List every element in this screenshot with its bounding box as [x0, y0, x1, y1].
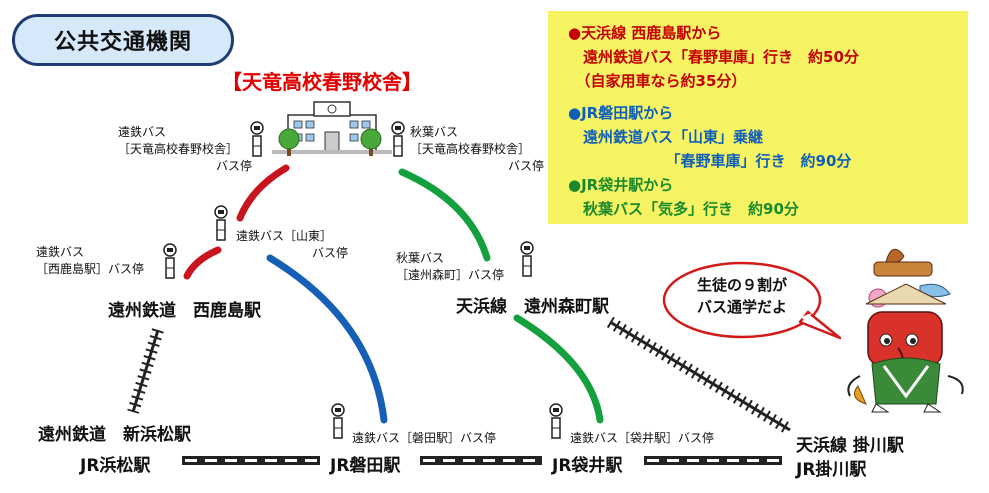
access-info-lines: ●天浜線 西鹿島駅から 遠州鉄道バス「春野車庫」行き 約50分 （自家用車なら約… — [568, 21, 968, 221]
bus-stop-label-enshu-school: 遠鉄バス ［天竜高校春野校舎］ バス停 — [118, 124, 252, 175]
bus-stop-label-line: ［天竜高校春野校舎］ — [118, 142, 239, 156]
bus-stop-label-line: ［遠州森町］バス停 — [396, 268, 505, 282]
note-line: ●JR磐田駅から — [568, 104, 674, 122]
bus-stop-label-fukuroi: 遠鉄バス［袋井駅］バス停 — [570, 431, 715, 445]
note-spacer — [568, 93, 968, 101]
note-line: 秋葉バス「気多」行き 約90分 — [568, 200, 799, 218]
station-jr-iwata: JR磐田駅 — [330, 456, 401, 476]
note-line: 遠州鉄道バス「山東」乗継 — [568, 128, 764, 146]
bus-stop-label-enshu-morimachi: 秋葉バス ［遠州森町］バス停 — [396, 250, 504, 284]
note-line: 「春野車庫」行き 約90分 — [568, 152, 852, 170]
station-enshu-morimachi: 天浜線 遠州森町駅 — [456, 297, 609, 317]
speech-bubble-line: バス通学だよ — [696, 298, 787, 316]
note-line: （自家用車なら約35分） — [568, 72, 747, 90]
route-blue — [266, 254, 388, 424]
station-jr-hamamatsu: JR浜松駅 — [80, 456, 151, 476]
route-red-upper — [236, 164, 290, 222]
note-line: 遠州鉄道バス「春野車庫」行き 約50分 — [568, 48, 859, 66]
jr-line-fukuroi-kakegawa — [644, 456, 782, 465]
bus-stop-label-line: 遠鉄バス — [118, 125, 167, 139]
bus-stop-icon — [214, 205, 228, 241]
bus-stop-label-line: 遠鉄バス — [36, 245, 85, 259]
bus-stop-label-line: 遠鉄バス［山東］ — [236, 229, 333, 243]
bus-stop-icon — [520, 241, 534, 277]
bus-stop-label-line: バス停 — [215, 159, 252, 173]
tree-icon — [278, 128, 300, 156]
station-nishikajima: 遠州鉄道 西鹿島駅 — [108, 301, 261, 321]
bus-stop-label-iwata: 遠鉄バス［磐田駅］バス停 — [352, 431, 497, 445]
note-line: ●JR袋井駅から — [568, 176, 674, 194]
bus-stop-icon — [331, 403, 345, 439]
bus-stop-label-line: ［天竜高校春野校舎］ — [410, 142, 531, 156]
rail-morimachi-kakegawa — [606, 316, 794, 436]
bus-stop-label-line: 秋葉バス — [410, 125, 459, 139]
bus-stop-label-line: バス停 — [507, 159, 544, 173]
jr-line-iwata-fukuroi — [420, 456, 542, 465]
station-jr-kakegawa: JR掛川駅 — [796, 460, 867, 480]
school-name: 【天竜高校春野校舎】 — [222, 70, 422, 94]
bus-stop-icon — [250, 121, 264, 157]
speech-bubble-line: 生徒の９割が — [696, 276, 787, 294]
route-green-upper — [398, 168, 491, 262]
speech-bubble-text: 生徒の９割が バス通学だよ — [666, 274, 818, 318]
bus-stop-label-nishikajima: 遠鉄バス ［西鹿島駅］バス停 — [36, 244, 144, 278]
rail-nishikajima-shinhamamatsu — [127, 328, 164, 414]
bus-stop-icon — [163, 243, 177, 279]
tree-icon — [360, 128, 382, 156]
speech-bubble — [662, 261, 842, 340]
bus-stop-icon — [549, 403, 563, 439]
route-red-lower — [183, 246, 222, 280]
bus-stop-label-line: 秋葉バス — [396, 251, 445, 265]
bus-stop-label-line: ［西鹿島駅］バス停 — [36, 262, 145, 276]
access-info-note: ●天浜線 西鹿島駅から 遠州鉄道バス「春野車庫」行き 約50分 （自家用車なら約… — [548, 11, 968, 224]
bus-stop-icon — [391, 121, 405, 157]
bus-stop-label-line: バス停 — [311, 246, 348, 260]
note-line: ●天浜線 西鹿島駅から — [568, 24, 722, 42]
jr-line-hamamatsu-iwata — [182, 456, 320, 465]
bus-stop-label-akiha-school: 秋葉バス ［天竜高校春野校舎］ バス停 — [410, 124, 544, 175]
mascot-character-icon — [847, 248, 964, 413]
bus-stop-label-santo: 遠鉄バス［山東］ バス停 — [236, 228, 348, 262]
station-tenhama-kakegawa: 天浜線 掛川駅 — [796, 436, 904, 456]
station-shinhamamatsu: 遠州鉄道 新浜松駅 — [38, 425, 191, 445]
page-title: 公共交通機関 — [12, 14, 234, 66]
school-building-icon — [272, 101, 392, 154]
route-green-lower — [513, 314, 604, 424]
station-jr-fukuroi: JR袋井駅 — [552, 456, 623, 476]
